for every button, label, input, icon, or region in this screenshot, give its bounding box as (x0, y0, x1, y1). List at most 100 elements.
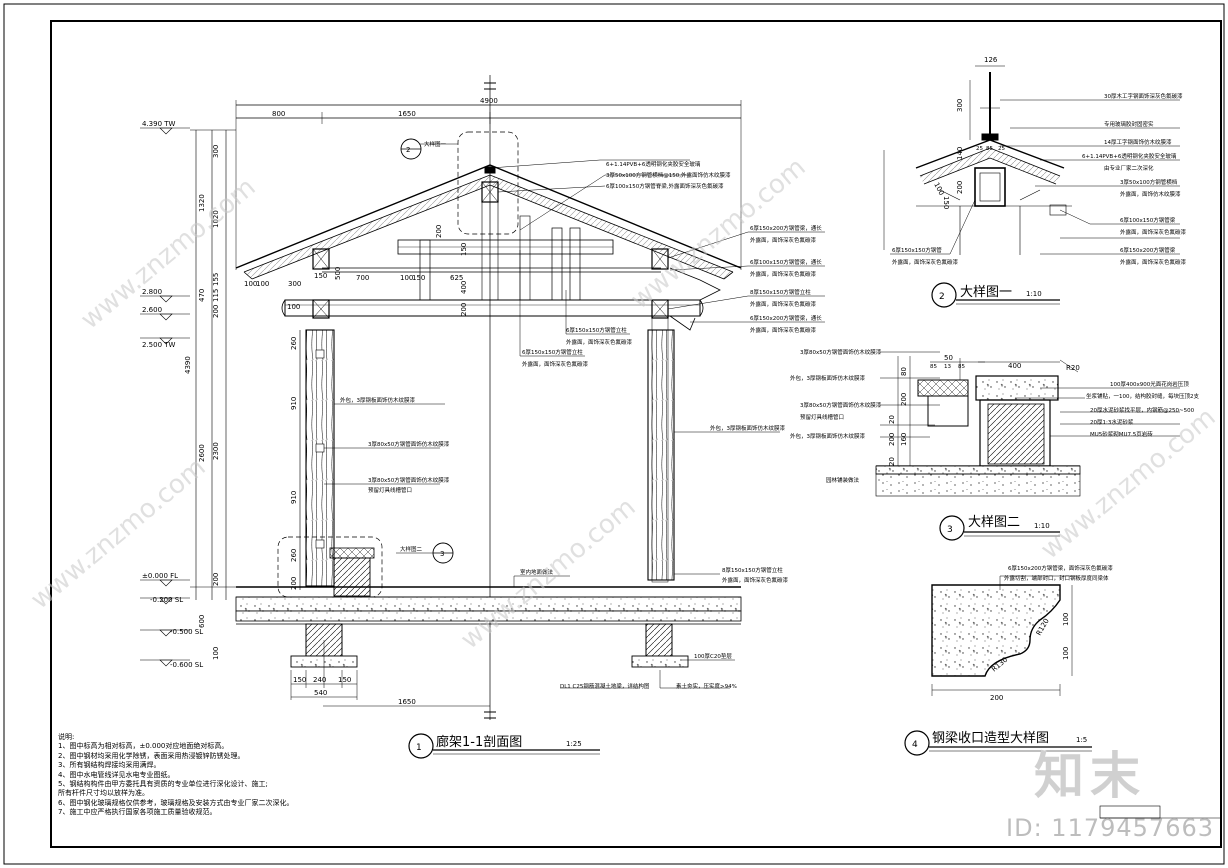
label: 6+1.14PVB+6透明钢化夹胶安全玻璃 (606, 160, 701, 168)
note-line: 3、所有钢结构焊接均采用满焊。 (58, 761, 161, 770)
detail-4 (904, 575, 1092, 756)
d1-label: 外露面，面饰深灰色氟碳漆 (1120, 258, 1187, 266)
d1-dim: 150 (942, 196, 950, 209)
dim-left: 260 (290, 549, 298, 562)
label: 6厚150x150方钢管立柱 (522, 348, 583, 356)
d2-dim: 200 (900, 393, 908, 406)
dim-inner: 700 (356, 274, 369, 282)
d4-label: 外露切割，端部封口，封口钢板厚度同梁体 (1004, 574, 1109, 582)
watermark: www.znzmo.com (25, 452, 211, 615)
label: 6厚150x150方钢管立柱 (566, 326, 627, 334)
dim-inner: 100 (287, 303, 300, 311)
callout-label: 大样图一 (424, 140, 447, 148)
dim-inner: 200 (435, 225, 443, 238)
dim-left: 2300 (212, 442, 220, 460)
label: 8厚150x150方钢管立柱 (722, 566, 783, 574)
level-m500: -0.500 SL (170, 628, 203, 636)
d1-label: 6厚150x200方钢管梁 (1120, 246, 1176, 254)
note-line: 7、施工中应严格执行国家各项施工质量验收规范。 (58, 808, 217, 817)
d1-dim: 85 (986, 146, 993, 152)
d2-label: 20厚1:3水泥砂浆 (1090, 418, 1134, 426)
outer-frame (3, 3, 1225, 865)
d1-label: 6厚100x150方钢管梁 (1120, 216, 1176, 224)
d1-label: 外露面，面饰深灰色氟碳漆 (1120, 228, 1187, 236)
d2-dim: 20 (888, 457, 896, 466)
section-scale: 1:25 (566, 740, 582, 748)
d4-dim: 100 (1062, 647, 1070, 660)
d1-dim: 126 (984, 56, 998, 64)
level-2600: 2.600 (142, 306, 162, 314)
d2-label: 3厚80x50方钢管面饰仿木纹膜漆 (800, 348, 882, 356)
d1-dim: 140 (956, 147, 964, 160)
dim-left: 910 (290, 491, 298, 504)
beam-end-shape (931, 584, 1061, 677)
notes-title: 说明: (58, 733, 75, 741)
d2-scale: 1:10 (1034, 522, 1050, 530)
label: 3厚80x50方钢管面饰仿木纹膜漆 (368, 440, 450, 448)
d1-label: 3厚50x100方钢管横档 (1120, 178, 1178, 186)
d2-dim: 85 (958, 364, 965, 370)
dim-left: 100 (212, 647, 220, 660)
note-line: 5、钢结构构件由甲方委托具有资质的专业单位进行深化设计、施工; (58, 780, 268, 789)
d2-dim: 50 (944, 354, 953, 362)
dim-top-800: 800 (272, 110, 285, 118)
label: 100厚C20垫层 (694, 652, 732, 660)
d4-label: 6厚150x200方钢管梁，面饰深灰色氟碳漆 (1008, 564, 1113, 572)
label: 6厚150x200方钢管梁，通长 (750, 224, 822, 232)
watermark-logo: 知末 (1034, 747, 1146, 805)
dim-bottom: 1650 (398, 698, 416, 706)
level-2800: 2.800 (142, 288, 162, 296)
d2-dim: R20 (1066, 364, 1080, 372)
callout-num: 3 (440, 550, 444, 558)
label: 外露面，面饰深灰色氟碳漆 (522, 360, 589, 368)
dim-left: 200 (212, 305, 220, 318)
d4-title: 钢梁收口造型大样图 (932, 731, 1049, 746)
watermark-id: ID: 1179457663 (1006, 814, 1214, 842)
dim-left: 910 (290, 397, 298, 410)
d1-label: 外露面，面饰深灰色氟碳漆 (892, 258, 959, 266)
d1-label: 30厚木工字钢面饰深灰色氟碳漆 (1104, 92, 1183, 100)
dim-inner: 300 (288, 280, 301, 288)
dim-left: 155 (212, 273, 220, 286)
label: 外露面，面饰深灰色氟碳漆 (750, 236, 817, 244)
d2-title: 大样图二 (968, 515, 1020, 530)
note-line: 6、图中钢化玻璃规格仅供参考，玻璃规格及安装方式由专业厂家二次深化。 (58, 798, 294, 807)
dim-inner: 500 (334, 267, 342, 280)
leaders (323, 143, 825, 689)
section-title-num: 1 (416, 743, 422, 753)
dim-left: 600 (198, 615, 206, 628)
dim-inner: 100 (244, 280, 257, 288)
d2-label: MU5砂浆砌MU7.5页岩砖 (1090, 430, 1153, 438)
label: 6厚100x150方钢管脊梁,外露面饰深灰色氟碳漆 (606, 182, 724, 190)
d4-num: 4 (912, 740, 918, 750)
section-title: 廊架1-1剖面图 (436, 734, 522, 750)
detail-1 (883, 65, 1180, 308)
label: 外露面，面饰深灰色氟碳漆 (750, 300, 817, 308)
label: 3厚50x100方钢管横档@150,外露面饰仿木纹膜漆 (606, 171, 731, 179)
d1-label: 由专业厂家二次深化 (1104, 164, 1154, 172)
d2-label: 坐浆铺贴，一100，结构胶封缝，每块压顶2支 (1086, 392, 1199, 400)
dim-left: 115 (212, 289, 220, 302)
d2-dim: 160 (900, 433, 908, 446)
label: DL1 C25钢筋混凝土地梁，详结构图 (560, 682, 650, 690)
dim-inner: 150 (460, 243, 468, 256)
dim-left: 470 (198, 289, 206, 302)
d1-title: 大样图一 (960, 285, 1012, 300)
dim-top-1650: 1650 (398, 110, 416, 118)
detail-2 (875, 351, 1180, 541)
dim-inner: 625 (450, 274, 463, 282)
callout-label: 大样图二 (400, 545, 423, 553)
note-line: 所有杆件尺寸均以放样为准。 (58, 789, 149, 798)
label: 外露面，面饰深灰色氟碳漆 (750, 326, 817, 334)
note-line: 2、图中钢材均采用化学除锈，表面采用热浸镀锌防锈处理。 (58, 751, 245, 760)
level-000: ±0.000 FL (142, 572, 178, 580)
d2-label: 外包，3厚钢板面饰仿木纹膜漆 (790, 374, 866, 382)
callout-num: 2 (406, 146, 410, 154)
note-line: 4、图中水电管线详见水电专业图纸。 (58, 770, 175, 779)
label: 外包，3厚钢板面饰仿木纹膜漆 (340, 396, 416, 404)
dim-inner: 150 (412, 274, 425, 282)
d1-label: 14厚工字钢面饰仿木纹膜漆 (1104, 138, 1172, 146)
dim-left: 1320 (198, 194, 206, 212)
d2-label: 20厚水泥砂浆找平层，内钢筋@250~500 (1090, 406, 1195, 414)
